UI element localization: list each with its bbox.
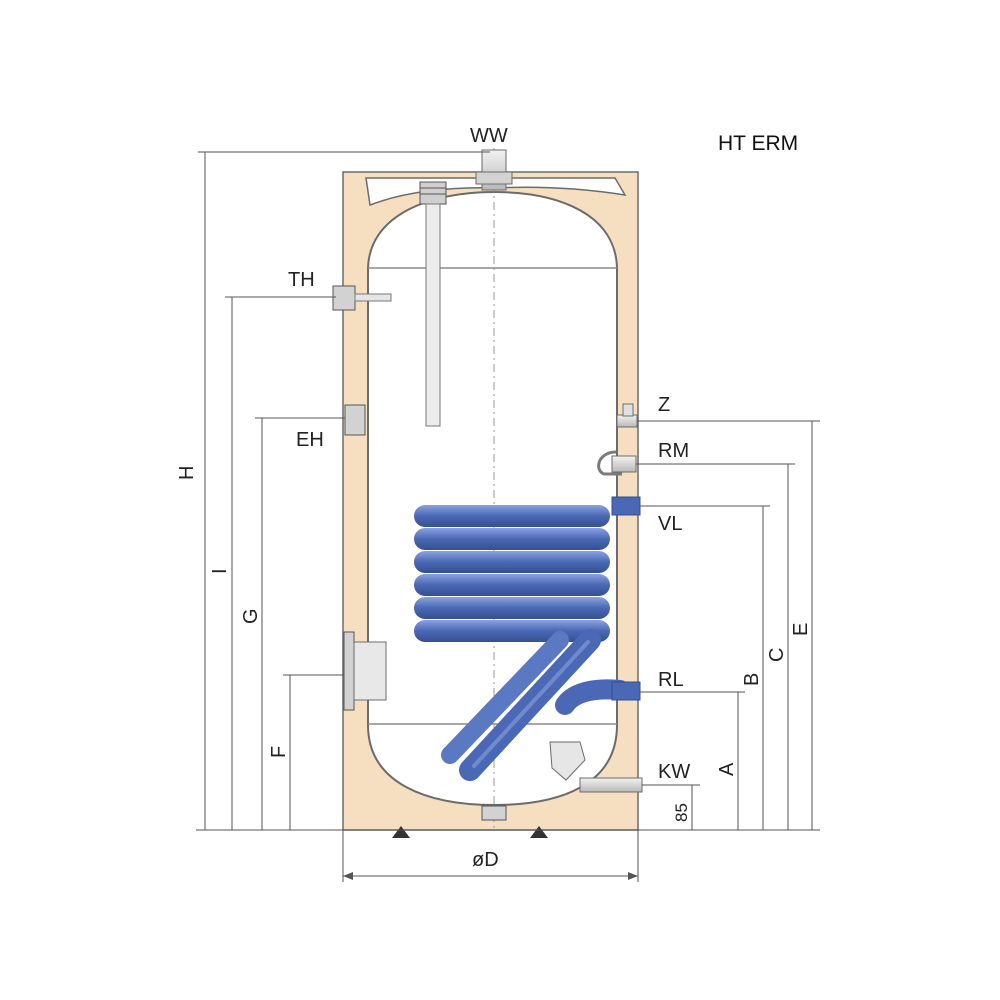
label-rm: RM — [658, 440, 689, 462]
sensor-sleeve-loop — [597, 450, 622, 476]
label-z: Z — [658, 394, 670, 416]
label-f: F — [268, 746, 290, 758]
dim-d-arrow-left — [343, 872, 353, 880]
cold-water-inlet-elbow — [549, 741, 586, 781]
thermometer-fitting — [332, 285, 356, 311]
dim-d-arrow-right — [628, 872, 638, 880]
label-diameter: øD — [472, 849, 499, 871]
label-vl: VL — [658, 513, 682, 535]
label-kw: KW — [658, 761, 690, 783]
label-g: G — [240, 608, 262, 624]
electric-heater-socket — [344, 404, 366, 436]
foot-left — [392, 826, 410, 838]
hot-water-outlet-flange — [475, 171, 513, 185]
circulation-connection — [616, 414, 638, 428]
label-i: I — [209, 568, 231, 574]
label-h: H — [176, 466, 198, 480]
label-th: TH — [288, 269, 315, 291]
sensor-sleeve — [611, 455, 637, 473]
anode-plug — [419, 181, 447, 205]
label-c: C — [766, 648, 788, 662]
label-ww: WW — [470, 125, 508, 147]
diagram-title: HT ERM — [718, 132, 798, 155]
label-rl: RL — [658, 669, 684, 691]
inspection-flange — [343, 631, 355, 711]
label-b: B — [741, 673, 763, 686]
flow-connection — [611, 496, 641, 516]
drain-fitting — [481, 805, 507, 821]
cold-water-inlet — [579, 777, 643, 793]
inspection-flange-cover — [353, 641, 387, 701]
foot-right — [530, 826, 548, 838]
label-a: A — [716, 762, 738, 776]
anode-rod — [425, 203, 441, 427]
label-e: E — [790, 623, 812, 636]
label-eh: EH — [296, 429, 324, 451]
thermometer-probe — [354, 293, 392, 302]
circulation-stub — [622, 403, 634, 417]
label-85: 85 — [672, 803, 691, 822]
return-connection — [611, 681, 641, 701]
